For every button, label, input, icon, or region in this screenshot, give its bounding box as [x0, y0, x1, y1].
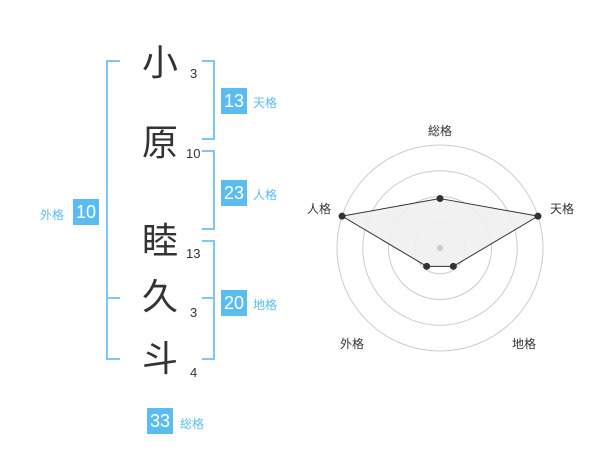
chikaku-bracket: [202, 240, 215, 360]
radar-point-2: [449, 262, 457, 270]
gaikaku-bracket: [106, 60, 120, 360]
soukaku-value: 33: [147, 408, 173, 434]
radar-point-1: [534, 212, 542, 220]
stroke-count-2: 10: [186, 146, 201, 161]
tenkaku-bracket: [202, 60, 215, 140]
jinkaku-bracket: [202, 150, 215, 230]
soukaku-label: 総格: [180, 417, 205, 431]
tenkaku-label: 天格: [253, 96, 278, 110]
name-char-1: 小: [142, 43, 179, 84]
chikaku-value: 20: [221, 290, 247, 316]
radar-axis-label-chikaku: 地格: [512, 337, 537, 351]
jinkaku-value: 23: [221, 180, 247, 206]
radar-polygon: [340, 198, 540, 267]
name-char-4: 久: [142, 277, 179, 318]
radar-center-point: [437, 245, 443, 251]
gaikaku-label: 外格: [40, 208, 65, 222]
tenkaku-value: 13: [221, 88, 247, 114]
radar-axis-label-soukaku: 総格: [428, 124, 453, 138]
gaikaku-value: 10: [73, 199, 99, 225]
radar-point-3: [423, 262, 431, 270]
gaikaku-bracket-tick: [106, 297, 120, 299]
name-char-3: 睦: [142, 221, 179, 262]
chikaku-bracket-tick: [202, 297, 215, 299]
name-char-2: 原: [142, 123, 179, 164]
radar-point-0: [436, 195, 444, 203]
jinkaku-label: 人格: [253, 188, 278, 202]
stroke-count-5: 4: [190, 365, 198, 380]
chikaku-label: 地格: [253, 298, 278, 312]
stroke-count-4: 3: [190, 305, 198, 320]
name-char-5: 斗: [142, 339, 179, 380]
radar-ring-4: [336, 144, 544, 352]
radar-axis-label-tenkaku: 天格: [550, 202, 575, 216]
radar-axis-label-jinkaku: 人格: [307, 202, 332, 216]
stroke-count-3: 13: [186, 246, 201, 261]
stroke-count-1: 3: [190, 66, 198, 81]
radar-point-4: [338, 212, 346, 220]
radar-axis-label-gaikaku: 外格: [340, 337, 365, 351]
radar-ring-3: [362, 170, 518, 326]
